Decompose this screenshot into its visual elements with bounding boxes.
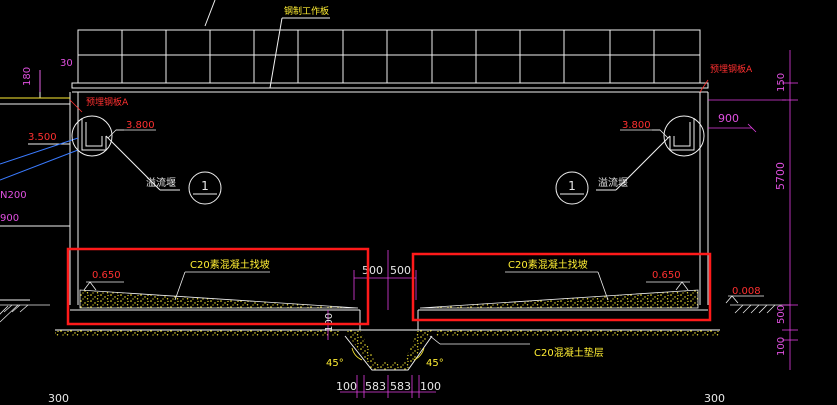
left-outer-structure [0, 70, 70, 301]
section-marker-left [188, 171, 222, 205]
dim-left-900: 900 [0, 213, 19, 224]
dim-right-100: 100 [776, 337, 787, 356]
section-number-left: 1 [201, 179, 209, 193]
left-blue-leader [0, 149, 79, 181]
dim-bottom-583-right: 583 [390, 380, 411, 393]
sump-cushion [345, 330, 432, 370]
elev-weir-right: 3.800 [622, 120, 651, 131]
elev-marker-slope-left [83, 281, 124, 291]
dim-right-500: 500 [776, 305, 787, 324]
dim-center-500-left: 500 [362, 264, 383, 277]
weir-right [596, 115, 705, 191]
slope-label-left: C20素混凝土找坡 [190, 258, 270, 271]
slope-fill-left [79, 289, 359, 309]
dim-top-left-180: 180 [22, 67, 33, 86]
elev-slope-left: 0.650 [92, 270, 121, 281]
slope-fill-right [419, 289, 699, 309]
plate-label-left: 预埋钢板A [86, 96, 129, 108]
section-marker-right [555, 171, 589, 205]
elev-marker-weir-right [620, 129, 669, 139]
weir-label-right: 溢流堰 [598, 176, 628, 189]
dim-bottom-300-right: 300 [704, 392, 725, 405]
cushion-right [436, 330, 720, 336]
dim-center-500-right: 500 [390, 264, 411, 277]
dim-right-150: 150 [776, 73, 787, 92]
elev-left-partial: 3.500 [28, 132, 57, 143]
dim-bottom-100-right: 100 [420, 380, 441, 393]
elev-marker-weir-left [107, 129, 156, 139]
slope-label-right: C20素混凝土找坡 [508, 258, 588, 271]
elev-marker-ground-right [725, 295, 764, 304]
dim-top-left-30: 30 [60, 58, 73, 69]
dimension-lines [39, 50, 798, 398]
elev-ground-right: 0.008 [732, 286, 761, 297]
steel-grating [71, 0, 709, 93]
angle-label-left: 45° [326, 358, 344, 369]
dim-left-diameter: N200 [0, 190, 27, 201]
steel-grating-label: 钢制工作板 [284, 5, 329, 17]
weir-left [71, 115, 180, 191]
dim-bottom-300-left: 300 [48, 392, 69, 405]
angle-label-right: 45° [426, 358, 444, 369]
dim-center-100-vertical: 100 [324, 313, 335, 332]
dim-bottom-583-left: 583 [365, 380, 386, 393]
cushion-left [55, 330, 340, 336]
elev-weir-left: 3.800 [126, 120, 155, 131]
ground-hatch-right [730, 304, 790, 314]
weir-label-left: 溢流堰 [146, 176, 176, 189]
elev-marker-slope-right [646, 281, 690, 291]
cushion-label: C20混凝土垫层 [534, 346, 604, 359]
dim-right-900: 900 [718, 112, 739, 125]
elev-slope-right: 0.650 [652, 270, 681, 281]
highlight-box-right [411, 252, 712, 322]
highlight-box-left [66, 247, 370, 326]
section-number-right: 1 [568, 179, 576, 193]
ground-hatch-left [0, 304, 50, 323]
plate-label-right: 预埋钢板A [710, 63, 753, 75]
tank-walls [55, 92, 720, 371]
dim-right-5700: 5700 [774, 162, 787, 190]
dim-bottom-100-left: 100 [336, 380, 357, 393]
